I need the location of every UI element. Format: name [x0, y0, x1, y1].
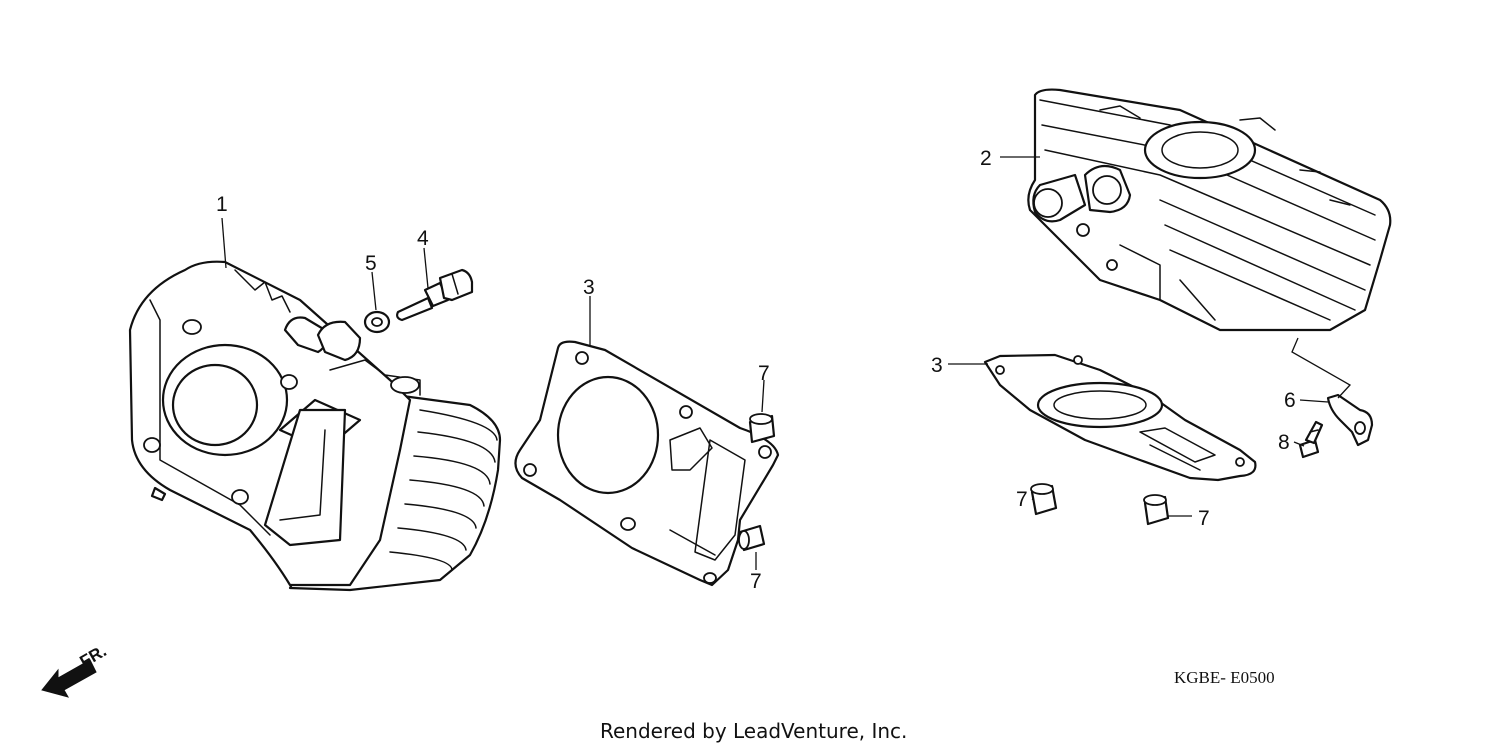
dowel-part-7-right-right[interactable] — [1143, 494, 1170, 526]
dowel-part-7-upper-left[interactable] — [748, 413, 776, 444]
callout-3-left: 3 — [583, 276, 595, 299]
gasket-part-3-left[interactable] — [514, 340, 780, 587]
cylinder-part-1[interactable] — [128, 260, 502, 592]
credit-text: Rendered by LeadVenture, Inc. — [600, 719, 907, 743]
callout-3-right: 3 — [931, 354, 943, 377]
callout-8: 8 — [1278, 431, 1290, 454]
callout-7-upper-left: 7 — [758, 362, 770, 385]
callout-6: 6 — [1284, 389, 1296, 412]
gasket-part-3-right[interactable] — [983, 353, 1257, 482]
bracket-part-6[interactable] — [1326, 393, 1374, 447]
dowel-part-7-left-right[interactable] — [1030, 483, 1058, 516]
callout-7-right-left: 7 — [1016, 488, 1028, 511]
callout-1: 1 — [216, 193, 228, 216]
leader-lines — [221, 156, 1352, 570]
callout-4: 4 — [417, 227, 429, 250]
callout-7-lower-left: 7 — [750, 570, 762, 593]
washer-part-5[interactable] — [363, 310, 391, 334]
drawing-code: KGBE- E0500 — [1174, 668, 1275, 687]
front-direction-arrow-icon — [41, 659, 97, 698]
callout-7-right-right: 7 — [1198, 507, 1210, 530]
sensor-part-4[interactable] — [396, 268, 474, 322]
dowel-part-7-lower-left[interactable] — [738, 524, 766, 552]
cylinder-head-part-2[interactable] — [1027, 88, 1392, 332]
callout-2: 2 — [980, 147, 992, 170]
bolt-part-8[interactable] — [1298, 420, 1324, 459]
callout-5: 5 — [365, 252, 377, 275]
